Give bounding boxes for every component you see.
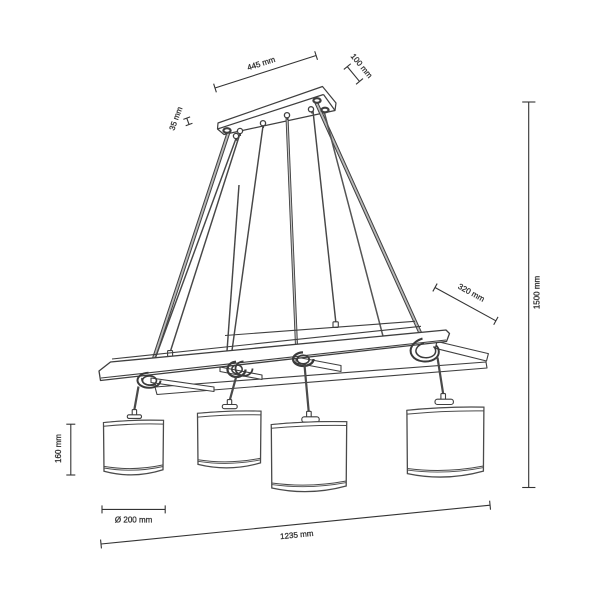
- svg-text:1235 mm: 1235 mm: [280, 529, 314, 541]
- svg-text:160 mm: 160 mm: [54, 434, 63, 463]
- svg-text:1500 mm: 1500 mm: [533, 275, 542, 309]
- svg-text:Ø 200 mm: Ø 200 mm: [115, 516, 153, 525]
